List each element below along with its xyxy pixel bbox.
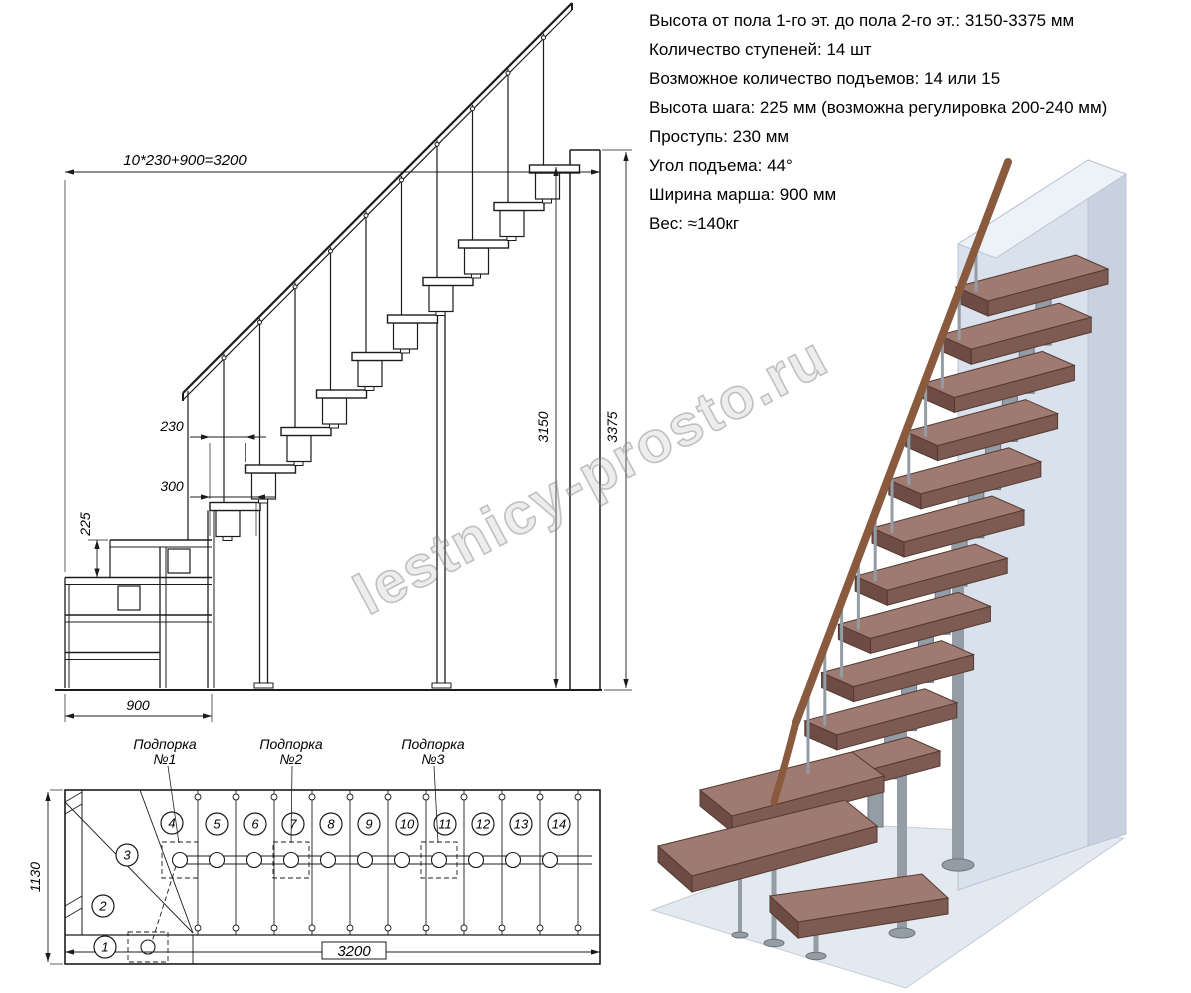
dim-top-overall-label: 10*230+900=3200 <box>123 152 247 169</box>
spec-line-tread: Проступь: 230 мм <box>649 127 790 146</box>
dim-module: 300 <box>160 478 276 536</box>
wall-section <box>569 149 601 690</box>
step-number: 14 <box>552 817 566 832</box>
spec-panel: Высота от пола 1-го эт. до пола 2-го эт.… <box>649 6 1191 238</box>
dim-plan-depth-label: 1130 <box>27 862 43 892</box>
winder-steps-side <box>64 510 215 688</box>
dim-plan-length-label: 3200 <box>337 943 371 960</box>
spec-line-step-height: Высота шага: 225 мм (возможна регулировк… <box>649 98 1108 117</box>
step-number: 3 <box>123 848 131 863</box>
dim-plan-length-label-group: 3200 <box>321 941 387 960</box>
dim-total-height-label: 3375 <box>604 411 620 442</box>
step-number: 10 <box>400 817 415 832</box>
spec-line-width: Ширина марша: 900 мм <box>649 185 837 204</box>
support-label-2: Подпорка <box>259 736 323 752</box>
step-number: 1 <box>101 940 108 955</box>
step-number: 4 <box>168 816 175 831</box>
step-number: 12 <box>476 817 491 832</box>
spec-line-angle: Угол подъема: 44° <box>649 156 793 175</box>
handrail-side <box>182 2 573 540</box>
dim-plan-depth: 1130 <box>27 789 63 965</box>
spec-line-height: Высота от пола 1-го эт. до пола 2-го эт.… <box>649 11 1075 30</box>
dim-tread: 230 <box>159 418 266 499</box>
dim-total-height: 3375 <box>602 149 632 691</box>
dim-rise: 225 <box>77 512 108 578</box>
step-number: 2 <box>98 899 107 914</box>
support-label-2-num: №2 <box>280 751 303 767</box>
dim-march-width: 900 <box>64 694 213 722</box>
support-labels: Подпорка №1 Подпорка №2 Подпорка №3 <box>133 736 465 844</box>
treads-and-balusters <box>209 33 581 541</box>
dim-march-width-label: 900 <box>126 697 150 713</box>
dim-rise-label: 225 <box>77 512 93 537</box>
stair-3d-geometry <box>656 158 1110 961</box>
step-number: 11 <box>438 817 452 832</box>
spec-line-rises: Возможное количество подъемов: 14 или 15 <box>649 69 1001 88</box>
support-label-3-num: №3 <box>422 751 445 767</box>
step-number: 6 <box>251 817 259 832</box>
step-number: 9 <box>365 817 372 832</box>
step-number: 7 <box>289 817 297 832</box>
dim-tread-label: 230 <box>159 418 184 434</box>
support-label-3: Подпорка <box>401 736 465 752</box>
dim-top-overall: 10*230+900=3200 <box>64 152 600 572</box>
step-number: 13 <box>514 817 529 832</box>
dim-floor-height-label: 3150 <box>535 411 551 442</box>
wall-hatch <box>64 791 83 919</box>
stair-technical-drawing: 10*230+900=3200 230 300 <box>27 2 632 965</box>
elevation-view: 10*230+900=3200 230 300 <box>55 2 632 722</box>
spec-line-steps: Количество ступеней: 14 шт <box>649 40 872 59</box>
support-label-1-num: №1 <box>154 751 177 767</box>
plan-dividers-and-chain <box>171 790 592 935</box>
dim-module-label: 300 <box>160 478 184 494</box>
step-numbers: 1 2 3 4 5 6 7 8 9 10 11 12 13 14 <box>91 811 571 959</box>
step-number: 5 <box>213 817 221 832</box>
step-number: 8 <box>327 817 335 832</box>
spec-line-weight: Вес: ≈140кг <box>649 214 740 233</box>
support-posts-side <box>253 311 452 689</box>
support-label-1: Подпорка <box>133 736 197 752</box>
dim-floor-height: 3150 <box>535 164 562 688</box>
stair-3d-render <box>650 158 1128 989</box>
plan-view: 1 2 3 4 5 6 7 8 9 10 11 12 13 14 3200 <box>27 736 601 965</box>
